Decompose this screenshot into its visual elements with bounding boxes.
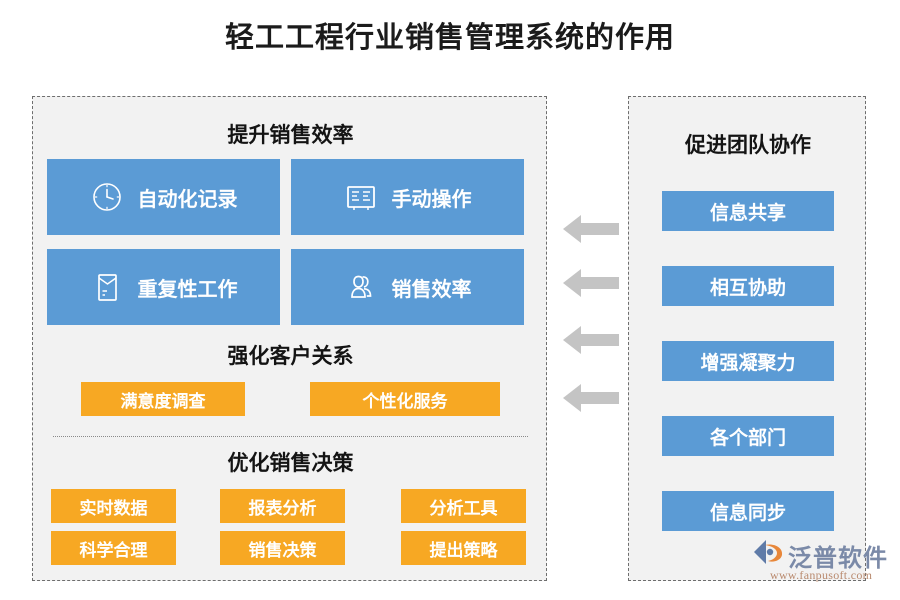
- arrow-left-icon-2: [563, 266, 619, 300]
- card-label: 重复性工作: [137, 278, 238, 301]
- card-enhance-cohesion[interactable]: 增强凝聚力: [662, 341, 834, 381]
- logo: 泛普软件 www.fanpusoft.com: [752, 536, 892, 588]
- document-icon: [90, 270, 124, 304]
- arrow-left-icon-1: [563, 212, 619, 246]
- card-label: 手动操作: [391, 188, 472, 211]
- card-personalized-service[interactable]: 个性化服务: [310, 382, 500, 416]
- section-heading-strengthen-customer-relations: 强化客户关系: [227, 344, 354, 368]
- card-sales-decision[interactable]: 销售决策: [220, 531, 345, 565]
- card-satisfaction-survey[interactable]: 满意度调查: [81, 382, 245, 416]
- clock-icon: [90, 180, 124, 214]
- section-divider: [53, 436, 528, 437]
- card-sales-efficiency[interactable]: 销售效率: [291, 249, 524, 325]
- card-each-department[interactable]: 各个部门: [662, 416, 834, 456]
- card-propose-strategy[interactable]: 提出策略: [401, 531, 526, 565]
- card-label: 实时数据: [79, 498, 148, 518]
- card-label: 科学合理: [79, 540, 148, 560]
- card-label: 分析工具: [429, 498, 498, 518]
- card-automated-record[interactable]: 自动化记录: [47, 159, 280, 235]
- card-information-sync[interactable]: 信息同步: [662, 491, 834, 531]
- card-label: 自动化记录: [137, 188, 238, 211]
- card-label: 相互协助: [709, 277, 786, 299]
- card-mutual-assistance[interactable]: 相互协助: [662, 266, 834, 306]
- section-heading-promote-team-collaboration: 促进团队协作: [685, 133, 811, 157]
- card-repetitive-work[interactable]: 重复性工作: [47, 249, 280, 325]
- card-analysis-tool[interactable]: 分析工具: [401, 489, 526, 523]
- card-report-analysis[interactable]: 报表分析: [220, 489, 345, 523]
- arrow-left-icon-3: [563, 323, 619, 357]
- card-label: 销售效率: [391, 278, 472, 301]
- logo-name: 泛普软件: [788, 546, 888, 572]
- card-label: 信息同步: [709, 502, 786, 524]
- card-label: 提出策略: [429, 540, 498, 560]
- left-panel: 提升销售效率 自动化记录: [32, 96, 547, 581]
- dashboard-icon: [344, 180, 378, 214]
- section-heading-optimize-sales-decision: 优化销售决策: [227, 451, 354, 475]
- card-label: 报表分析: [248, 498, 317, 518]
- card-label: 个性化服务: [362, 391, 448, 411]
- card-realtime-data[interactable]: 实时数据: [51, 489, 176, 523]
- logo-url: www.fanpusoft.com: [770, 568, 873, 582]
- card-label: 销售决策: [248, 540, 317, 560]
- fanpu-logo-icon: [752, 538, 786, 566]
- card-label: 增强凝聚力: [700, 352, 796, 374]
- card-information-sharing[interactable]: 信息共享: [662, 191, 834, 231]
- card-label: 各个部门: [709, 427, 786, 449]
- right-panel: 促进团队协作 信息共享 相互协助 增强凝聚力 各个部门 信息同步: [628, 96, 866, 581]
- arrow-left-icon-4: [563, 381, 619, 415]
- card-scientific-reasonable[interactable]: 科学合理: [51, 531, 176, 565]
- card-label: 满意度调查: [120, 391, 206, 411]
- card-label: 信息共享: [709, 202, 786, 224]
- card-manual-operation[interactable]: 手动操作: [291, 159, 524, 235]
- page-title: 轻工工程行业销售管理系统的作用: [224, 22, 675, 54]
- users-icon: [344, 270, 378, 304]
- section-heading-improve-sales-efficiency: 提升销售效率: [227, 123, 354, 147]
